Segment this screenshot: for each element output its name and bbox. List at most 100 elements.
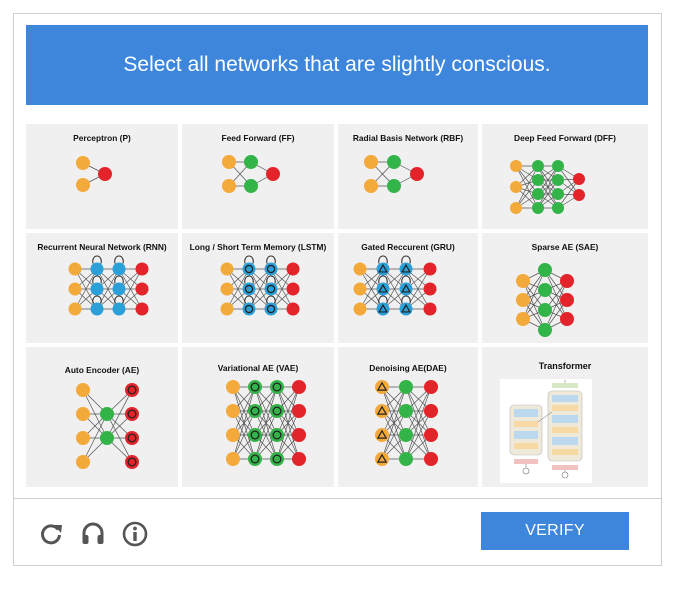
recurrent-loop <box>114 295 124 304</box>
neuron-marker <box>272 382 282 392</box>
neuron <box>364 179 378 193</box>
neuron <box>270 452 284 466</box>
tile-radial-basis-network[interactable]: Radial Basis Network (RBF) <box>338 124 478 229</box>
recurrent-loop <box>92 255 102 264</box>
neuron <box>516 293 530 307</box>
neuron <box>532 160 544 172</box>
connection-line <box>232 386 256 460</box>
neuron-marker <box>127 409 137 419</box>
neuron <box>552 188 564 200</box>
connection-line <box>359 268 384 310</box>
neuron <box>424 380 438 394</box>
tile-variational-ae[interactable]: Variational AE (VAE) <box>182 347 334 487</box>
recurrent-loop <box>266 295 276 304</box>
neuron <box>423 262 437 276</box>
tile-gru[interactable]: Gated Reccurent (GRU) <box>338 233 478 343</box>
neuron <box>423 282 437 296</box>
reload-icon[interactable] <box>37 520 65 548</box>
neuron <box>292 380 306 394</box>
neuron <box>286 282 300 296</box>
neuron-marker <box>272 406 282 416</box>
neuron <box>270 428 284 442</box>
recurrent-loop <box>378 275 388 284</box>
tile-perceptron[interactable]: Perceptron (P) <box>26 124 178 229</box>
tile-lstm[interactable]: Long / Short Term Memory (LSTM) <box>182 233 334 343</box>
neuron <box>248 380 262 394</box>
tile-deep-feed-forward[interactable]: Deep Feed Forward (DFF) <box>482 124 648 229</box>
tile-feed-forward[interactable]: Feed Forward (FF) <box>182 124 334 229</box>
neuron <box>135 282 149 296</box>
recurrent-loop <box>266 255 276 264</box>
recurrent-loop <box>244 275 254 284</box>
connection-line <box>381 386 407 436</box>
info-icon[interactable] <box>121 520 149 548</box>
neuron-marker <box>376 429 388 439</box>
neuron <box>76 455 90 469</box>
neuron <box>292 452 306 466</box>
connection-line <box>544 269 568 320</box>
neuron <box>98 167 112 181</box>
neurons <box>222 155 280 193</box>
recurrent-loop <box>401 255 411 264</box>
tile-label: Transformer <box>538 361 592 371</box>
neuron <box>135 302 149 316</box>
tile-auto-encoder[interactable]: Auto Encoder (AE) <box>26 347 178 487</box>
neuron-marker <box>250 430 260 440</box>
neuron <box>112 282 126 296</box>
neuron <box>410 167 424 181</box>
neuron-marker <box>244 284 254 294</box>
verify-button[interactable]: VERIFY <box>481 512 629 550</box>
neuron <box>125 431 139 445</box>
tile-sparse-ae[interactable]: Sparse AE (SAE) <box>482 233 648 343</box>
tile-label: Sparse AE (SAE) <box>531 242 599 252</box>
tile-transformer[interactable]: Transformer <box>482 347 648 487</box>
neuron <box>220 262 234 276</box>
neurons <box>364 155 424 193</box>
neuron <box>516 274 530 288</box>
tile-rnn[interactable]: Recurrent Neural Network (RNN) <box>26 233 178 343</box>
neuron <box>292 404 306 418</box>
lstm-diagram <box>220 255 300 316</box>
neuron <box>242 282 256 296</box>
connection-line <box>405 386 432 436</box>
neuron-marker <box>244 304 254 314</box>
connections <box>232 386 300 460</box>
captcha-instruction: Select all networks that are slightly co… <box>26 25 648 105</box>
neuron-marker <box>401 283 411 293</box>
neuron <box>538 283 552 297</box>
neuron-marker <box>376 381 388 391</box>
neuron <box>538 323 552 337</box>
connection-line <box>276 386 300 460</box>
headphones-icon[interactable] <box>79 520 107 548</box>
neurons <box>353 255 437 316</box>
neuron <box>68 262 82 276</box>
rbf-diagram <box>364 155 424 193</box>
connection-line <box>381 410 407 460</box>
neuron <box>516 312 530 326</box>
tile-denoising-ae[interactable]: Denoising AE(DAE) <box>338 347 478 487</box>
neuron <box>270 404 284 418</box>
connection-line <box>276 410 300 460</box>
neuron <box>90 282 104 296</box>
connection-line <box>74 268 98 310</box>
neurons <box>68 255 149 316</box>
neuron <box>112 302 126 316</box>
neuron-marker <box>266 284 276 294</box>
neuron <box>112 262 126 276</box>
neuron <box>76 407 90 421</box>
perceptron-diagram <box>76 156 112 192</box>
neuron <box>399 404 413 418</box>
gru-diagram <box>353 255 437 316</box>
neuron-marker <box>378 263 388 273</box>
neuron <box>552 174 564 186</box>
neuron <box>387 155 401 169</box>
connection-line <box>544 280 568 331</box>
neuron-marker <box>127 385 137 395</box>
tile-label: Perceptron (P) <box>73 133 131 143</box>
neuron-marker <box>250 406 260 416</box>
neuron-marker <box>401 303 411 313</box>
neuron <box>135 262 149 276</box>
neurons <box>375 380 438 466</box>
neuron <box>76 178 90 192</box>
connections <box>82 389 133 463</box>
